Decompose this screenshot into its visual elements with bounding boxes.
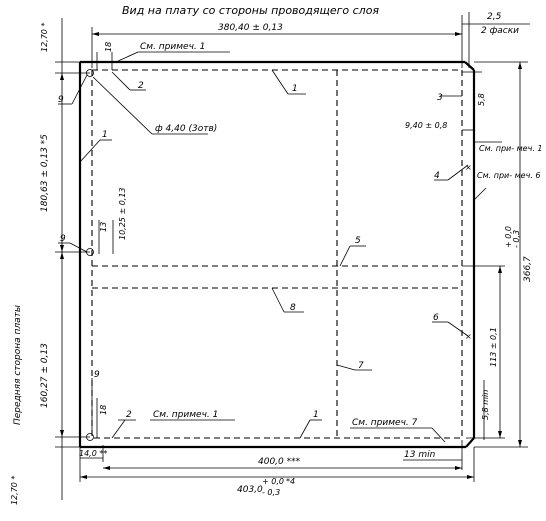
note-6: См. при- меч. 6 [477, 171, 541, 180]
callout-1-top: 1 [292, 84, 298, 94]
board-outline [78, 60, 476, 449]
note-1-right: См. при- меч. 1 [479, 144, 543, 153]
callout-1-left: 1 [102, 130, 108, 140]
callout-9-top: 9 [58, 95, 64, 105]
note-7: См. примеч. 7 [352, 418, 418, 428]
dim-chamfer: 2,5 2 фаски [462, 12, 530, 68]
note-1-top: См. примеч. 1 [140, 42, 205, 52]
dim-top-width: 380,40 ± 0,13 [91, 15, 463, 68]
bottom-tol-note: *4 [286, 477, 295, 486]
bottom-tol-lower: - 0,3 [262, 488, 280, 497]
left-top-offset-label: 12,70 * [40, 23, 49, 52]
bottom-min-label: 13 min [404, 450, 436, 460]
bottom-left-width-label: 14,0 ** [79, 449, 107, 458]
left-upper-height-label: 180,63 ± 0,13 *5 [40, 134, 50, 212]
dim-right: 366,7 + 0,0 - 0,3 5,8 9,40 ± 0,8 113 ± 0… [405, 61, 533, 448]
callout-9-bottom: 9 [94, 370, 100, 380]
callouts: 1 1 1 2 2 3 4 5 6 7 [58, 69, 469, 439]
top-width-label: 380,40 ± 0,13 [218, 23, 283, 33]
callout-8: 8 [290, 303, 296, 313]
callout-6: 6 [433, 313, 439, 323]
dim-hole-offset-bottom: 18 [96, 398, 108, 438]
markers: × × [465, 163, 472, 341]
hole-diameter-leader: ф 4,40 (3отв) [92, 76, 217, 135]
svg-text:×: × [465, 163, 472, 172]
callout-2-bottom: 2 [126, 410, 132, 420]
bottom-inner-width-label: 400,0 *** [258, 457, 301, 467]
callout-4: 4 [434, 171, 440, 181]
chamfer-bottom-label: 2 фаски [481, 26, 519, 36]
callout-3: 3 [437, 93, 443, 103]
bottom-tol-upper: + 0,0 [262, 477, 284, 486]
callout-7: 7 [358, 361, 364, 371]
right-940-label: 9,40 ± 0,8 [405, 121, 447, 130]
right-113-label: 113 ± 0,1 [489, 327, 498, 367]
side-label: Передняя сторона платы [13, 305, 23, 425]
hole-offset-top-label: 18 [104, 42, 113, 52]
right-tol-upper: + 0,0 [504, 226, 513, 248]
chamfer-top-label: 2,5 [487, 12, 502, 22]
dim-middle-hole: 13 10,25 ± 0,13 [98, 187, 127, 254]
left-lower-height-label: 160,27 ± 0,13 [40, 343, 50, 408]
callout-9-mid: 9 [60, 234, 66, 244]
inner-boundaries [91, 69, 463, 439]
hole-diameter-label: ф 4,40 (3отв) [155, 124, 217, 134]
mid-hole-offset-label: 10,25 ± 0,13 [118, 187, 127, 240]
right-overall-height-label: 366,7 [523, 256, 533, 282]
callout-5: 5 [355, 236, 361, 246]
note-1-bottom: См. примеч. 1 [153, 410, 218, 420]
right-58-bottom-label: 5,8 min [481, 390, 490, 420]
notes: См. примеч. 1 См. при- меч. 1 См. при- м… [115, 42, 543, 443]
callout-1-bottom: 1 [313, 410, 319, 420]
bottom-hole-offset-label: 18 [99, 405, 108, 415]
dim-bottom: 14,0 ** 400,0 *** 403,0 + 0,0 - 0,3 *4 1… [79, 440, 475, 497]
dim-hole-offset-top: 18 [96, 42, 113, 70]
drawing-title: Вид на плату со стороны проводящего слоя [122, 4, 379, 17]
bottom-overall-width-label: 403,0 [237, 485, 263, 495]
right-58-top-label: 5,8 [477, 93, 486, 106]
mid-hole-small-label: 13 [99, 222, 108, 232]
bottom-left-offset-label: 12,70 * [10, 476, 19, 505]
dim-left-chain: 12,70 * 180,63 ± 0,13 *5 160,27 ± 0,13 1… [10, 18, 90, 505]
right-tol-lower: - 0,3 [512, 230, 521, 248]
callout-2-top: 2 [138, 81, 144, 91]
svg-text:×: × [465, 332, 472, 341]
